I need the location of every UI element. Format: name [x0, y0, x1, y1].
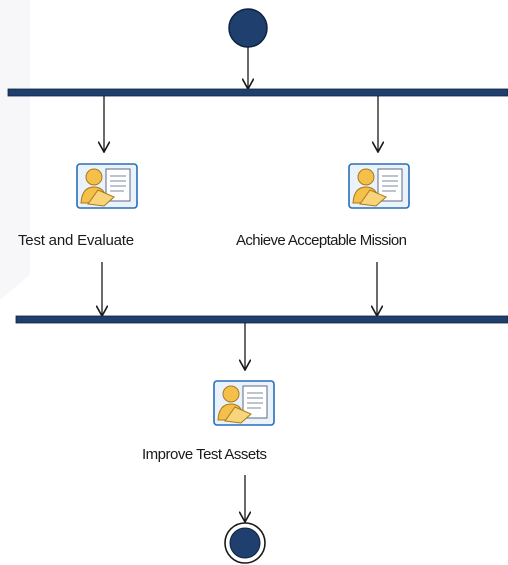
initial-node[interactable] [228, 8, 268, 48]
person-document-icon[interactable] [213, 380, 275, 426]
person-document-icon[interactable] [76, 163, 138, 209]
person-document-icon[interactable] [348, 163, 410, 209]
activity-label-improve-test-assets: Improve Test Assets [142, 446, 267, 463]
join-bar[interactable] [15, 315, 508, 324]
activity-label-test-and-evaluate: Test and Evaluate [18, 232, 134, 249]
fork-bar[interactable] [7, 88, 508, 97]
activity-label-achieve-acceptable-mission: Achieve Acceptable Mission [236, 232, 407, 249]
final-node-inner [229, 527, 261, 559]
